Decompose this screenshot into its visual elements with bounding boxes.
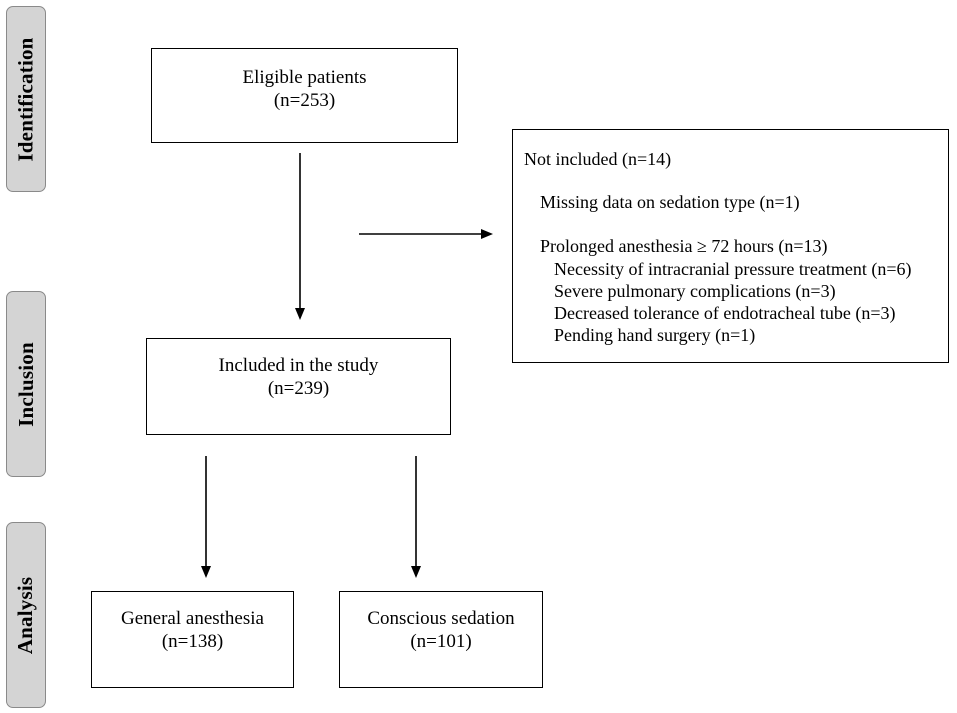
included-count: (n=239): [267, 378, 330, 399]
arrowhead-down-icon: [201, 566, 211, 578]
missing-data-item: Missing data on sedation type (n=1): [540, 192, 800, 212]
eligible-patients-title: Eligible patients: [242, 67, 367, 88]
included-box: Included in the study (n=239): [146, 338, 451, 435]
reason-item: Severe pulmonary complications (n=3): [554, 281, 836, 301]
eligible-patients-box: Eligible patients (n=253): [151, 48, 458, 143]
arrowhead-down-icon: [411, 566, 421, 578]
not-included-box: Not included (n=14) Missing data on seda…: [512, 129, 949, 363]
arrowhead-right-icon: [481, 229, 493, 239]
eligible-patients-count: (n=253): [273, 90, 336, 111]
general-anesthesia-title: General anesthesia: [121, 608, 264, 629]
general-anesthesia-count: (n=138): [161, 631, 224, 652]
conscious-sedation-count: (n=101): [410, 631, 472, 652]
stage-inclusion: Inclusion: [6, 291, 46, 477]
conscious-sedation-box: Conscious sedation (n=101): [339, 591, 543, 688]
reason-item: Necessity of intracranial pressure treat…: [554, 259, 912, 279]
general-anesthesia-box: General anesthesia (n=138): [91, 591, 294, 688]
stage-identification: Identification: [6, 6, 46, 192]
stage-analysis: Analysis: [6, 522, 46, 708]
included-title: Included in the study: [218, 355, 379, 376]
conscious-sedation-title: Conscious sedation: [367, 608, 515, 629]
reason-item: Pending hand surgery (n=1): [554, 325, 756, 345]
arrowhead-down-icon: [295, 308, 305, 320]
not-included-title: Not included (n=14): [524, 149, 672, 169]
reason-item: Decreased tolerance of endotracheal tube…: [554, 303, 896, 323]
prolonged-anesthesia-item: Prolonged anesthesia ≥ 72 hours (n=13): [540, 236, 828, 256]
